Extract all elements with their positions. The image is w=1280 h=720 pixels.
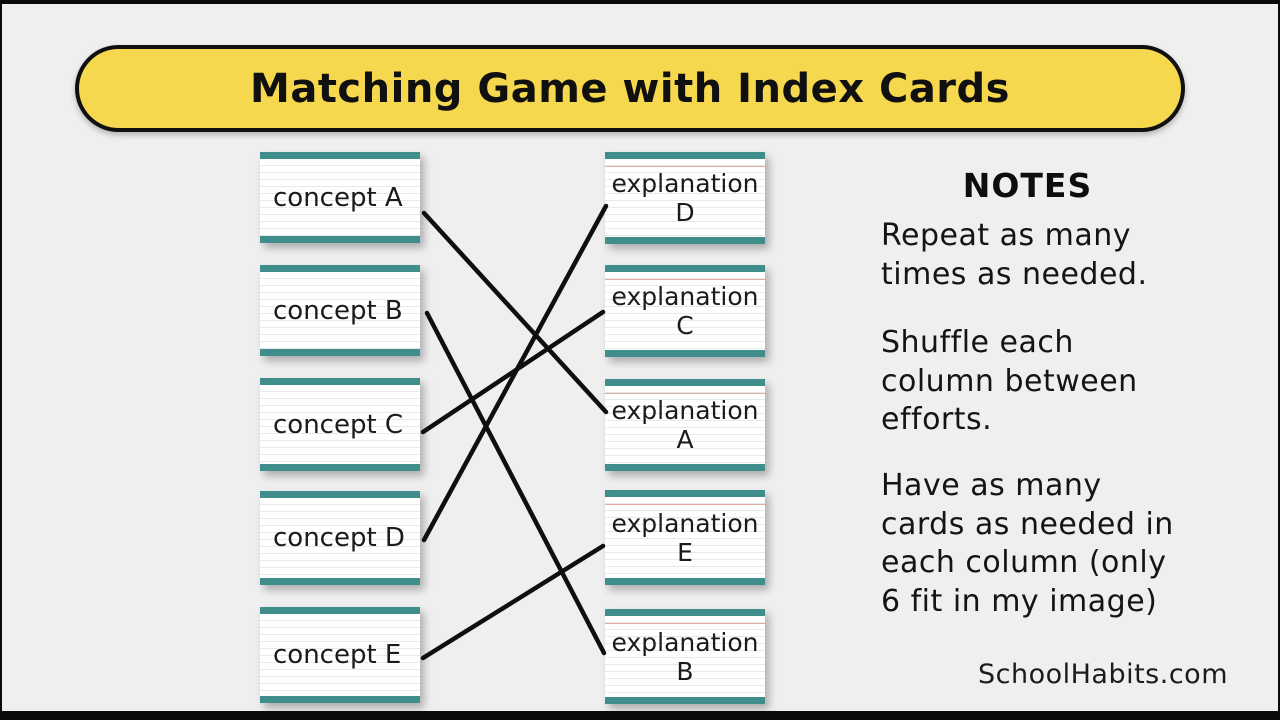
explanation-card-label: explanation D [611,169,759,227]
concept-card-label: concept C [273,409,404,440]
notes-heading: NOTES [962,166,1093,205]
explanation-card-d: explanation D [605,152,765,244]
concept-card-a: concept A [260,152,420,243]
match-line [421,203,609,543]
concept-card-e: concept E [260,607,420,703]
note-paragraph-shuffle: Shuffle each column between efforts. [881,325,1138,437]
watermark-text: SchoolHabits.com [977,659,1228,690]
explanation-card-label: explanation E [611,508,759,567]
card-red-rule [605,623,765,624]
match-line [424,310,607,656]
concept-card-label: concept D [273,523,405,553]
note-paragraph-repeat: Repeat as many times as needed. [881,218,1148,292]
note-paragraph-cards: Have as many cards as needed in each col… [881,468,1174,619]
explanation-card-a: explanation A [605,379,765,471]
match-line [421,210,609,415]
card-red-rule [605,504,765,505]
concept-card-label: concept A [273,182,403,213]
card-red-rule [605,279,765,280]
explanation-card-c: explanation C [605,265,765,357]
explanation-card-e: explanation E [605,490,765,585]
card-red-rule [605,393,765,394]
match-line [420,543,606,661]
concept-card-d: concept D [260,491,420,585]
card-red-rule [605,166,765,167]
explanation-card-label: explanation B [611,627,759,686]
title-banner: Matching Game with Index Cards [75,45,1185,132]
concept-card-b: concept B [260,265,420,356]
concept-card-c: concept C [260,378,420,471]
concept-card-label: concept E [273,640,402,670]
explanation-card-label: explanation A [611,396,759,454]
explanation-card-b: explanation B [605,609,765,704]
concept-card-label: concept B [273,295,403,326]
explanation-card-label: explanation C [611,282,759,340]
match-line [420,309,606,435]
page-title: Matching Game with Index Cards [250,65,1010,112]
